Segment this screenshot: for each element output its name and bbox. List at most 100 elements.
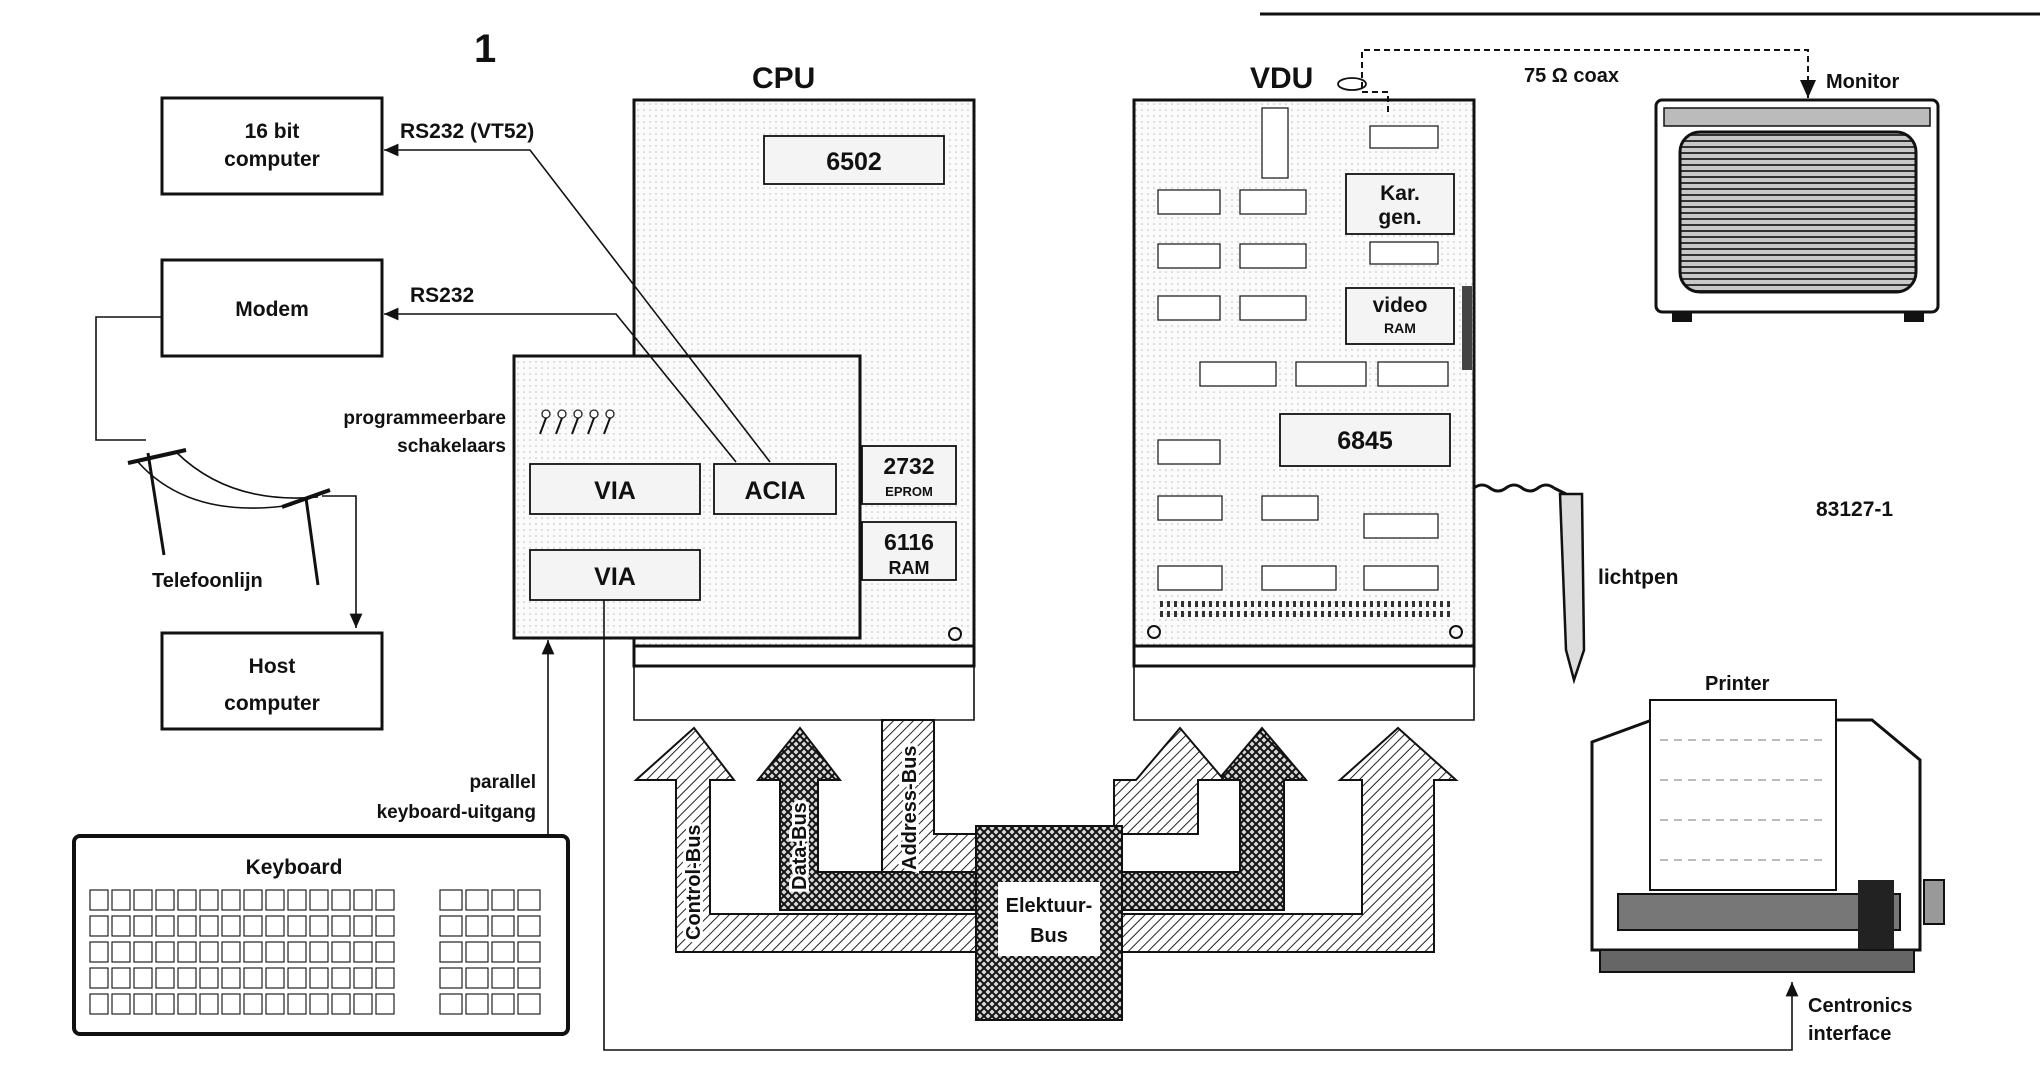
acia-label: ACIA	[744, 477, 805, 505]
modem: Modem	[160, 258, 384, 358]
printer: Printer	[1590, 673, 1945, 973]
key	[155, 967, 175, 989]
elektuur-label-line1: Elektuur-	[1006, 895, 1093, 917]
keyboard: Keyboard	[72, 834, 570, 1036]
centronics-line	[603, 600, 1799, 1051]
key	[309, 941, 329, 963]
keypad-key	[465, 993, 489, 1015]
key	[353, 993, 373, 1015]
key	[221, 993, 241, 1015]
key	[375, 967, 395, 989]
key	[375, 941, 395, 963]
bus-bracket-vdu	[1133, 666, 1475, 721]
centronics-label-line2: interface	[1808, 1023, 1891, 1045]
key	[177, 889, 197, 911]
rs232-vt52-label: RS232 (VT52)	[400, 120, 534, 143]
keypad-key	[439, 889, 463, 911]
keypad-key	[439, 915, 463, 937]
chip-2732	[861, 445, 957, 505]
vdu-title: VDU	[1250, 62, 1313, 95]
key	[375, 915, 395, 937]
keypad-key	[465, 915, 489, 937]
video-ram-sublabel: RAM	[1384, 320, 1416, 336]
key	[287, 889, 307, 911]
keypad-key	[491, 993, 515, 1015]
key	[89, 889, 109, 911]
key	[89, 967, 109, 989]
figure-number: 1	[474, 27, 496, 71]
bus-bracket-cpu	[633, 666, 975, 721]
keypad-key	[517, 915, 541, 937]
dip-switches	[539, 409, 615, 435]
key	[111, 915, 131, 937]
key	[265, 967, 285, 989]
keyboard-label: Keyboard	[246, 856, 343, 879]
key	[155, 993, 175, 1015]
key	[221, 889, 241, 911]
key	[375, 889, 395, 911]
key	[177, 967, 197, 989]
chip-6502	[763, 135, 945, 185]
switches-label-line2: schakelaars	[397, 436, 506, 457]
key	[309, 993, 329, 1015]
printer-label: Printer	[1705, 673, 1770, 695]
key	[309, 915, 329, 937]
key	[89, 993, 109, 1015]
key	[89, 941, 109, 963]
key	[199, 993, 219, 1015]
key	[265, 915, 285, 937]
key	[155, 941, 175, 963]
centronics-label-line1: Centronics	[1808, 995, 1912, 1017]
keyboard-output-line1: parallel	[469, 772, 536, 793]
key	[221, 941, 241, 963]
io-board: VIA ACIA VIA	[512, 354, 862, 640]
key	[89, 915, 109, 937]
monitor-label: Monitor	[1826, 71, 1900, 93]
keypad-key	[517, 967, 541, 989]
keypad-key	[491, 889, 515, 911]
keypad-key	[491, 941, 515, 963]
key	[375, 993, 395, 1015]
key	[331, 993, 351, 1015]
chip-video-ram	[1345, 287, 1455, 345]
chip-6502-label: 6502	[826, 148, 882, 176]
key	[287, 941, 307, 963]
key	[243, 889, 263, 911]
key	[199, 967, 219, 989]
keypad-key	[517, 889, 541, 911]
monitor: Monitor	[1654, 71, 1940, 322]
computer-16bit: 16 bit computer	[160, 96, 384, 196]
control-bus-label: Control-Bus	[683, 824, 705, 940]
host-label-line1: Host	[249, 655, 296, 678]
key	[133, 915, 153, 937]
key	[243, 915, 263, 937]
figure-code: 83127-1	[1816, 498, 1893, 521]
chip-via-1	[529, 463, 701, 515]
key	[353, 967, 373, 989]
key	[133, 967, 153, 989]
key	[155, 915, 175, 937]
key	[221, 967, 241, 989]
chip-6116-sublabel: RAM	[889, 558, 930, 578]
keypad-key	[491, 915, 515, 937]
chip-6116-label: 6116	[884, 529, 934, 555]
elektuur-label-line2: Bus	[1030, 925, 1068, 947]
key	[243, 941, 263, 963]
keypad-key	[439, 941, 463, 963]
keypad-key	[439, 967, 463, 989]
switches-label-line1: programmeerbare	[343, 408, 506, 429]
key	[353, 941, 373, 963]
computer16-label-line2: computer	[224, 148, 320, 171]
key	[265, 941, 285, 963]
key	[331, 941, 351, 963]
key	[111, 889, 131, 911]
key	[133, 941, 153, 963]
computer16-label-line1: 16 bit	[245, 120, 300, 143]
via2-label: VIA	[594, 563, 636, 591]
cpu-title: CPU	[752, 62, 815, 95]
control-bus	[633, 726, 1459, 953]
key	[243, 967, 263, 989]
key	[243, 993, 263, 1015]
key	[309, 967, 329, 989]
key	[111, 941, 131, 963]
